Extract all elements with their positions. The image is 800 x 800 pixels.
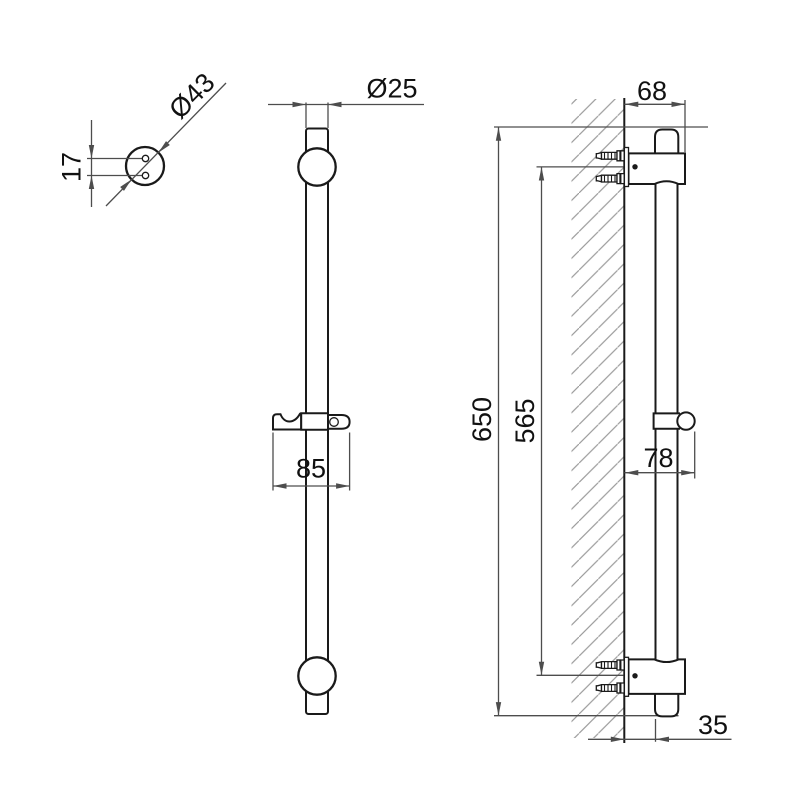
- dim-flange-diameter: Ø43: [105, 67, 227, 207]
- dim-label-rail-length: 650: [467, 397, 497, 442]
- flange-detail-view: 17 Ø43: [57, 67, 227, 207]
- side-view: 650 565 68: [467, 76, 732, 743]
- bottom-flange: [297, 656, 337, 696]
- bottom-wall-bracket: [595, 656, 686, 718]
- front-view: Ø25 85: [268, 74, 424, 715]
- bracket-pin: [632, 164, 638, 170]
- bracket-wall-plate: [623, 146, 630, 188]
- dim-bar-diameter: Ø25: [268, 74, 424, 128]
- dim-holder-width: 85: [272, 432, 351, 491]
- flange-hole: [141, 154, 150, 163]
- dim-label-bar-diameter: Ø25: [366, 74, 417, 104]
- dim-label-bracket-depth: 68: [637, 76, 667, 106]
- dim-hole-spacing: 17: [57, 120, 95, 207]
- handset-holder: [272, 412, 351, 431]
- slider-holder: [652, 411, 696, 431]
- dim-label-slider-depth: 78: [643, 443, 673, 473]
- bracket-pin: [632, 673, 638, 679]
- rail-end-cap: [654, 128, 680, 154]
- dim-slider-depth: 78: [624, 431, 696, 479]
- rail-end-cap: [654, 693, 680, 718]
- dim-label-holder-width: 85: [296, 454, 326, 484]
- hole-extension-lines: [87, 157, 142, 177]
- bracket-wall-plate: [623, 656, 630, 697]
- dim-bracket-depth: 68: [624, 76, 686, 152]
- dim-wall-clearance: 35: [588, 710, 732, 742]
- bracket-body: [627, 658, 686, 695]
- dim-label-flange-diameter: Ø43: [163, 67, 220, 124]
- dim-label-fixing-centres: 565: [510, 398, 540, 443]
- holder-screw-detail: [329, 417, 339, 427]
- flange-hole: [141, 171, 150, 180]
- slider-knob: [676, 411, 696, 431]
- slider-body: [652, 412, 680, 430]
- dim-label-wall-clearance: 35: [698, 710, 728, 740]
- dim-rail-length: 650: [467, 126, 708, 717]
- dim-label-hole-spacing: 17: [57, 152, 87, 182]
- wall-hatching: [571, 99, 624, 738]
- top-wall-bracket: [595, 128, 686, 188]
- top-flange: [297, 147, 337, 187]
- bracket-body: [627, 152, 686, 185]
- dim-fixing-centres: 565: [510, 166, 624, 676]
